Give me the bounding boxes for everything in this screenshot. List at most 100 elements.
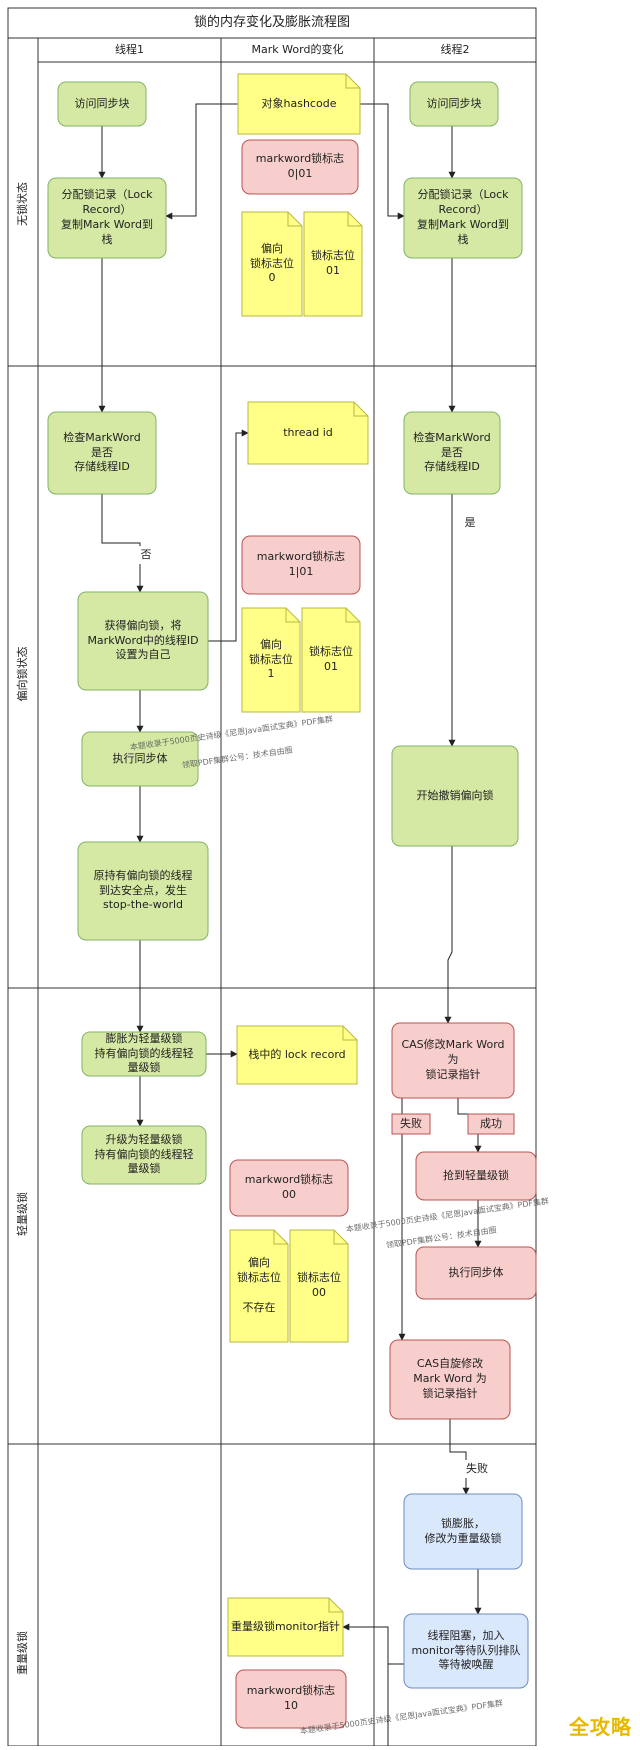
node-mw-light-a: 偏向 锁标志位 不存在 xyxy=(237,1256,281,1314)
node-mw-flag-1-01: markword锁标志 1|01 xyxy=(256,550,346,578)
node-shape-mw-bias1-a xyxy=(241,607,301,713)
note-fold xyxy=(353,402,368,417)
node-shape-t2-cas2 xyxy=(389,1339,511,1420)
note-fold xyxy=(345,74,360,89)
arrow-t1-getbias-to-threadid xyxy=(208,429,249,642)
lane-label-lightweight-lock: 轻量级锁 xyxy=(16,1192,29,1236)
node-mw-bias0-a: 偏向 锁标志位 0 xyxy=(250,241,294,285)
node-mw-hashcode: 对象hashcode xyxy=(261,96,337,110)
node-shape-t1-upgrade xyxy=(81,1125,207,1185)
node-shape-t1-safepoint xyxy=(77,841,209,941)
shapes-layer xyxy=(47,73,537,1729)
lane-label-biased-lock: 偏向锁状态 xyxy=(16,646,29,702)
diagram-title: 锁的内存变化及膨胀流程图 xyxy=(193,15,350,31)
node-shape-mw-lockrecord xyxy=(236,1025,358,1085)
node-t2-check: 检查MarkWord 是否 存储线程ID xyxy=(413,430,491,474)
node-shape-mw-hashcode xyxy=(237,73,361,135)
node-mw-flag-00: markword锁标志 00 xyxy=(244,1173,334,1201)
node-shape-t1-visit xyxy=(57,81,147,127)
node-mw-monitor: 重量级锁monitor指针 xyxy=(230,1619,341,1633)
node-shape-mw-flag-0-01 xyxy=(241,139,359,195)
node-mw-light-b: 锁标志位 00 xyxy=(297,1271,341,1299)
node-mw-threadid: thread id xyxy=(283,425,333,439)
node-mw-lockrecord: 栈中的 lock record xyxy=(248,1047,346,1061)
node-shape-mw-bias0-b xyxy=(303,211,363,317)
arrow-t2-revoke-to-cas1 xyxy=(444,846,453,1024)
node-t2-exec: 执行同步体 xyxy=(448,1265,504,1279)
note-fold xyxy=(342,1026,357,1041)
node-shape-t2-revoke xyxy=(391,745,519,847)
note-fold xyxy=(287,212,302,227)
node-shape-mw-flag-1-01 xyxy=(241,535,361,595)
lane-label-heavyweight-lock: 重量级锁 xyxy=(16,1631,29,1675)
node-shape-mw-monitor xyxy=(227,1597,344,1657)
note-fold xyxy=(347,212,362,227)
node-t2-visit: 访问同步块 xyxy=(426,96,482,110)
column-header-thread1: 线程1 xyxy=(115,42,144,56)
node-mw-flag-0-01: markword锁标志 0|01 xyxy=(255,152,345,180)
node-shape-t1-alloc xyxy=(47,177,167,259)
arrow-t2-cas2-fail xyxy=(449,1419,470,1495)
node-shape-mw-flag-10 xyxy=(235,1669,347,1729)
edge-label-box xyxy=(391,1113,431,1135)
node-t1-upgrade: 升级为轻量级锁 持有偏向锁的线程轻 量级锁 xyxy=(94,1132,194,1176)
node-shape-t2-exec xyxy=(415,1246,537,1300)
note-fold xyxy=(333,1230,348,1245)
note-fold xyxy=(273,1230,288,1245)
arrow-t1-check-to-getbias xyxy=(101,494,144,593)
column-header-markword: Mark Word的变化 xyxy=(251,42,344,56)
node-t2-block: 线程阻塞，加入 monitor等待队列排队 等待被唤醒 xyxy=(411,1628,521,1672)
node-mw-bias1-a: 偏向 锁标志位 1 xyxy=(249,637,293,681)
column-header-thread2: 线程2 xyxy=(440,42,470,56)
edge-label-fail2: 失败 xyxy=(460,1460,494,1478)
node-shape-mw-light-b xyxy=(289,1229,349,1343)
lane-label-no-lock: 无锁状态 xyxy=(16,182,29,226)
edge-label-fail1: 失败 xyxy=(400,1116,422,1130)
arrow-hashcode-to-t1-alloc xyxy=(165,103,238,220)
node-shape-t1-exec1 xyxy=(81,731,199,787)
edge-label-box xyxy=(467,1113,515,1135)
node-t1-alloc: 分配锁记录（Lock Record） 复制Mark Word到 栈 xyxy=(61,188,153,246)
node-t1-visit: 访问同步块 xyxy=(74,96,130,110)
node-mw-flag-10: markword锁标志 10 xyxy=(246,1684,336,1712)
node-shape-t2-inflate-heavy xyxy=(403,1493,523,1570)
node-t1-inflate-light: 膨胀为轻量级锁 持有偏向锁的线程轻 量级锁 xyxy=(94,1031,194,1075)
arrow-t2-block-to-monitor xyxy=(342,1623,404,1665)
connectors xyxy=(98,103,482,1746)
node-shape-mw-bias1-b xyxy=(301,607,361,713)
node-mw-bias1-b: 锁标志位 01 xyxy=(309,645,353,673)
node-shape-t2-block xyxy=(403,1613,529,1689)
node-t2-alloc: 分配锁记录（Lock Record） 复制Mark Word到 栈 xyxy=(417,188,509,246)
node-t2-grab-light: 抢到轻量级锁 xyxy=(443,1168,509,1182)
node-shape-mw-light-a xyxy=(229,1229,289,1343)
node-shape-t2-alloc xyxy=(403,177,523,259)
edge-label-yes: 是 xyxy=(460,514,480,532)
edge-label-no: 否 xyxy=(136,546,156,564)
node-shape-t2-grab-light xyxy=(415,1151,537,1201)
node-shape-t2-visit xyxy=(409,81,499,127)
node-shape-mw-bias0-a xyxy=(241,211,303,317)
node-t1-safepoint: 原持有偏向锁的线程 到达安全点，发生 stop-the-world xyxy=(93,868,193,912)
node-t1-get-bias: 获得偏向锁，将 MarkWord中的线程ID 设置为自己 xyxy=(87,618,199,662)
edge-label-success: 成功 xyxy=(480,1116,502,1130)
node-shape-t1-check xyxy=(47,411,157,495)
note-fold xyxy=(285,608,300,623)
node-t1-exec1: 执行同步体 xyxy=(112,751,168,765)
node-shape-t1-get-bias xyxy=(77,591,209,691)
node-t2-inflate-heavy: 锁膨胀， 修改为重量级锁 xyxy=(424,1516,502,1545)
node-shape-mw-flag-00 xyxy=(229,1159,349,1217)
node-t2-cas2: CAS自旋修改 Mark Word 为 锁记录指针 xyxy=(413,1357,487,1400)
node-shape-mw-threadid xyxy=(247,401,369,465)
node-shape-t1-inflate-light xyxy=(81,1031,207,1077)
note-fold xyxy=(328,1598,343,1613)
site-logo: 全攻略 xyxy=(569,1715,632,1739)
node-mw-bias0-b: 锁标志位 01 xyxy=(311,249,355,277)
node-shape-t2-cas1 xyxy=(391,1022,515,1099)
arrow-hashcode-to-t2-alloc xyxy=(360,103,405,220)
note-fold xyxy=(345,608,360,623)
node-shape-t2-check xyxy=(403,411,501,495)
node-t2-cas1: CAS修改Mark Word 为 锁记录指针 xyxy=(401,1038,505,1081)
node-t2-revoke: 开始撤销偏向锁 xyxy=(416,788,494,802)
